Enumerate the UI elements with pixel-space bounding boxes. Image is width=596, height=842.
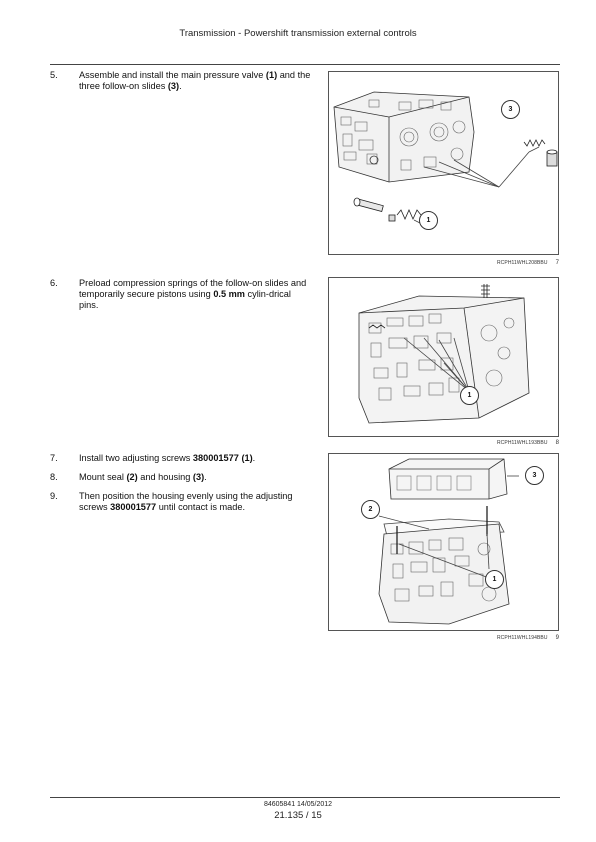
step-text-segment: . <box>204 472 207 482</box>
figure-code: RCPH11WHL208BBU <box>496 260 548 266</box>
figure-code: RCPH11WHL194BBU <box>496 635 548 641</box>
step-text-segment: and the three follow-on slides <box>79 70 311 92</box>
figure-8-illustration: 1 <box>328 277 559 437</box>
step-text-segment: (1) <box>241 453 253 463</box>
step-5: 5. Assemble and install the main pressur… <box>50 70 312 92</box>
step-text-segment: . <box>179 81 182 92</box>
callout-3: 3 <box>501 100 520 119</box>
callout-1: 1 <box>485 570 504 589</box>
step-text-segment: (2) <box>126 472 138 482</box>
step-number: 6. <box>50 278 58 288</box>
step-text-segment: (3) <box>192 472 205 482</box>
step-text-segment: Mount seal <box>79 472 127 482</box>
step-text: Then position the housing evenly using t… <box>79 491 312 513</box>
step-number: 9. <box>50 491 58 501</box>
step-number: 7. <box>50 453 58 463</box>
valve-block-illustration <box>333 91 558 225</box>
step-text-segment: and housing <box>137 472 193 482</box>
step-7: 7. Install two adjusting screws 38000157… <box>50 453 312 464</box>
step-text-segment: Then position the housing evenly using t… <box>79 491 293 513</box>
valve-block-springs-illustration <box>358 284 530 424</box>
step-text: Assemble and install the main pressure v… <box>79 70 312 92</box>
step-text-segment: Preload compression springs of the follo… <box>79 278 307 300</box>
page-header-title: Transmission - Powershift transmission e… <box>179 28 417 39</box>
step-text-segment: (1) <box>265 70 278 80</box>
footer-page-number: 21.135 / 15 <box>274 810 322 821</box>
figure-8-caption: RCPH11WHL193BBU 8 <box>328 440 559 446</box>
figure-number: 8 <box>555 440 559 446</box>
step-8: 8. Mount seal (2) and housing (3). <box>50 472 312 483</box>
callout-2: 2 <box>361 500 380 519</box>
callout-3: 3 <box>525 466 544 485</box>
step-text-segment: until contact is made. <box>156 502 245 513</box>
step-text-segment: cylin-drical pins. <box>79 289 291 311</box>
step-number: 8. <box>50 472 58 482</box>
callout-1: 1 <box>460 386 479 405</box>
figure-7-illustration: 3 1 <box>328 71 559 255</box>
step-text-segment: 0.5 mm <box>213 289 245 300</box>
step-text-segment: . <box>252 453 256 463</box>
step-text: Install two adjusting screws 380001577 (… <box>79 453 312 464</box>
figure-number: 7 <box>555 260 559 266</box>
step-text: Preload compression springs of the follo… <box>79 278 312 312</box>
step-text-segment: Assemble and install the main pressure v… <box>79 70 266 80</box>
step-9: 9. Then position the housing evenly usin… <box>50 491 312 513</box>
step-text-segment: 380001577 <box>192 453 239 463</box>
step-text-segment: Install two adjusting screws <box>79 453 193 463</box>
step-number: 5. <box>50 70 58 80</box>
valve-block-housing-illustration <box>378 458 519 625</box>
footer-doc-id: 84605841 14/05/2012 <box>263 801 333 808</box>
footer-rule <box>50 797 560 798</box>
step-text: Mount seal (2) and housing (3). <box>79 472 312 483</box>
figure-9-caption: RCPH11WHL194BBU 9 <box>328 635 559 641</box>
figure-7-caption: RCPH11WHL208BBU 7 <box>328 260 559 266</box>
callout-1: 1 <box>419 211 438 230</box>
figure-code: RCPH11WHL193BBU <box>496 440 548 446</box>
step-text-segment: 380001577 <box>110 502 157 513</box>
figure-number: 9 <box>555 635 559 641</box>
step-6: 6. Preload compression springs of the fo… <box>50 278 312 312</box>
step-text-segment: (3) <box>167 81 180 92</box>
figure-9-illustration: 2 3 1 <box>328 453 559 631</box>
header-rule <box>50 64 560 65</box>
